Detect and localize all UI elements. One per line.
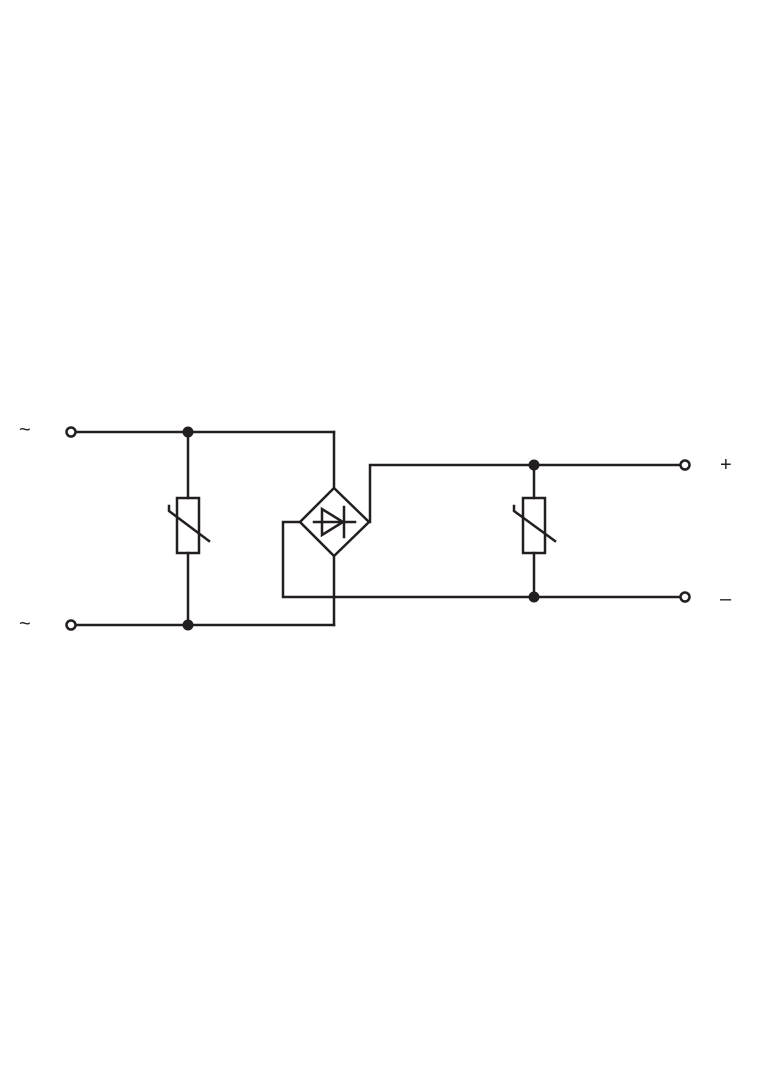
junction-ac-bottom xyxy=(182,619,194,631)
junction-ac-top xyxy=(182,426,194,438)
wire-dc-plus xyxy=(367,463,683,524)
varistor-output-body xyxy=(521,496,547,555)
terminal-dc-minus xyxy=(679,591,691,603)
terminal-ac-top xyxy=(65,426,77,438)
label-dc-minus: – xyxy=(720,588,732,610)
varistor-input-body xyxy=(175,496,201,555)
bridge-diode-triangle xyxy=(320,506,346,538)
terminal-ac-bottom xyxy=(65,619,77,631)
label-dc-plus: + xyxy=(720,454,732,476)
label-ac-bottom: ~ xyxy=(19,613,31,635)
varistor-output-slash xyxy=(512,504,557,543)
junction-dc-plus xyxy=(528,459,540,471)
junction-dc-minus xyxy=(528,591,540,603)
bridge-rectifier-body xyxy=(298,486,371,558)
label-ac-top: ~ xyxy=(19,419,31,441)
wire-dc-minus xyxy=(281,520,683,599)
terminal-dc-plus xyxy=(679,459,691,471)
varistor-input-slash xyxy=(167,504,211,543)
